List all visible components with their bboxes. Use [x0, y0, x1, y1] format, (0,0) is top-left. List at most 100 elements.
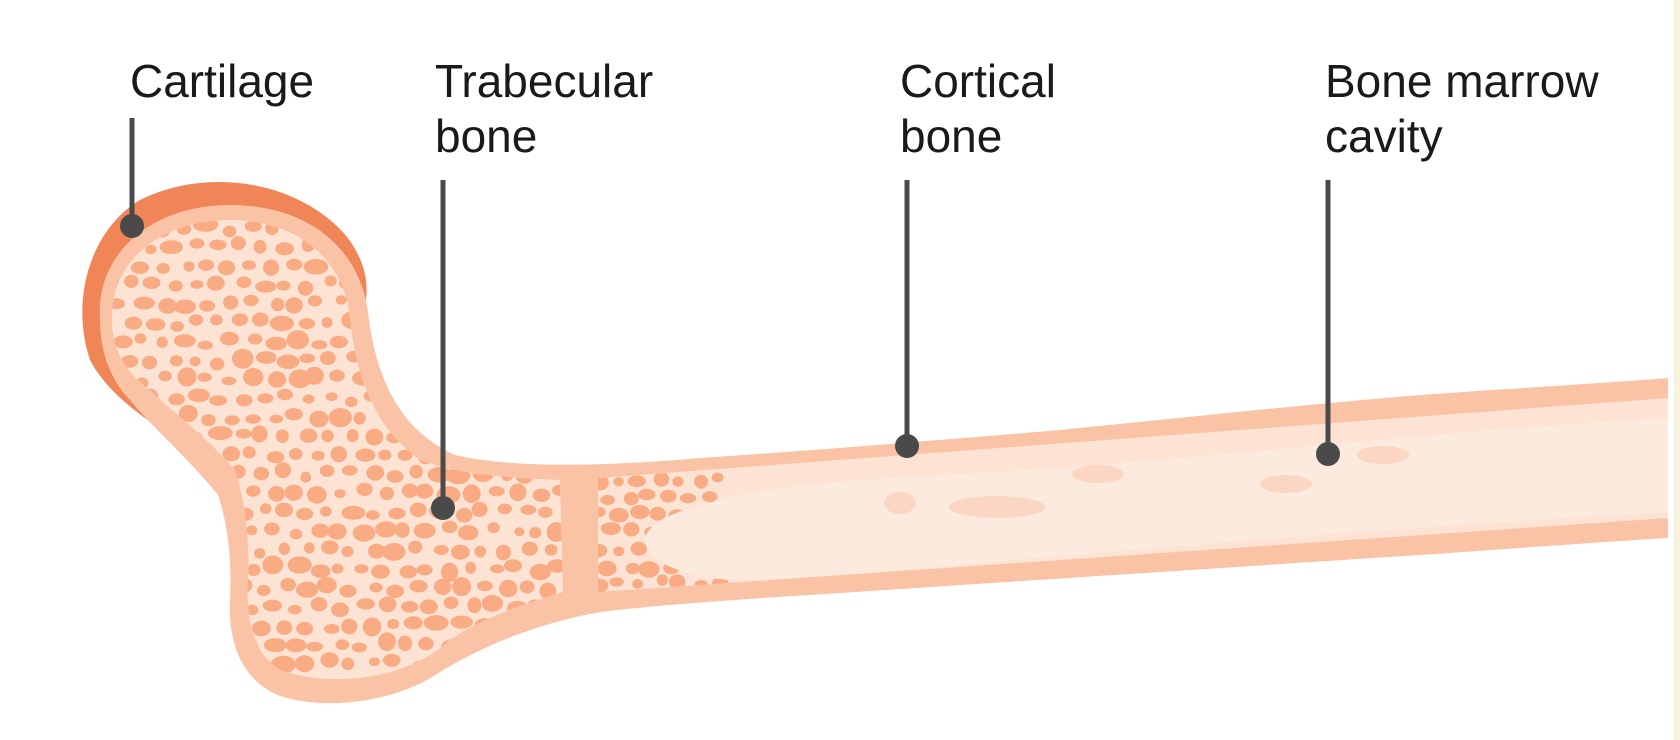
pore [516, 428, 534, 441]
leader-trabecular [431, 180, 455, 520]
pore [386, 584, 404, 598]
pore [503, 638, 522, 655]
pore [416, 564, 433, 576]
pore [497, 314, 513, 331]
pore [339, 584, 357, 598]
pore [331, 602, 349, 618]
pore [300, 471, 312, 483]
right-edge-strip [1674, 0, 1680, 740]
pore [369, 276, 383, 288]
pore [189, 539, 208, 554]
pore [306, 641, 324, 652]
pore [344, 396, 358, 408]
pore [506, 408, 522, 423]
pore [133, 597, 149, 612]
pore [366, 465, 385, 481]
pore [169, 582, 185, 596]
pore [189, 314, 204, 326]
pore [543, 430, 558, 441]
pore [221, 376, 237, 386]
pore [299, 428, 318, 443]
pore [702, 491, 718, 503]
pore [222, 446, 241, 462]
pore [278, 542, 290, 556]
pore [464, 259, 484, 273]
pore [288, 448, 303, 460]
pore [174, 299, 197, 314]
pore [378, 632, 396, 652]
pore [153, 597, 177, 614]
pore [198, 259, 215, 271]
pore [190, 280, 204, 289]
pore [201, 414, 216, 427]
pore [208, 582, 223, 597]
pore [259, 503, 272, 514]
pore [206, 275, 225, 291]
pore [378, 449, 392, 461]
pore [341, 465, 358, 476]
pore [136, 561, 153, 577]
pore [246, 485, 261, 497]
pore [551, 639, 563, 650]
pore [152, 562, 172, 577]
pore [117, 580, 140, 594]
pore [207, 426, 233, 441]
pore [146, 471, 162, 484]
pore [456, 320, 469, 332]
pore [514, 527, 525, 537]
pore [354, 564, 369, 574]
pore [125, 429, 138, 439]
pore [236, 276, 252, 289]
pore [401, 221, 417, 234]
pore [210, 357, 225, 371]
pore [119, 507, 139, 519]
pore [529, 563, 551, 581]
pore [365, 428, 384, 446]
pore [252, 312, 269, 327]
pore [321, 429, 334, 443]
pore [608, 507, 629, 523]
pore [125, 462, 142, 479]
pore [443, 596, 459, 609]
pore [600, 522, 621, 535]
pore [388, 507, 406, 520]
pore [319, 464, 335, 477]
pore [262, 555, 284, 575]
pore [371, 564, 390, 579]
pore [294, 655, 315, 673]
pore [421, 262, 439, 277]
pore [550, 337, 563, 353]
pore [190, 585, 206, 597]
pore [264, 522, 280, 536]
pore [476, 356, 495, 370]
pore [356, 598, 375, 610]
pore [169, 355, 183, 367]
pore [189, 356, 201, 367]
pore [222, 225, 237, 238]
pore [284, 408, 303, 421]
pore [151, 445, 176, 463]
pore [346, 429, 359, 443]
pore [299, 353, 316, 364]
pore [399, 565, 418, 579]
pore [484, 450, 499, 461]
pore [375, 521, 397, 538]
pore [120, 355, 139, 368]
leader-cartilage [120, 118, 144, 238]
pore [365, 510, 380, 520]
pore [329, 335, 348, 349]
pore [397, 635, 413, 652]
pore [275, 429, 289, 443]
pore [515, 277, 532, 292]
pore [483, 333, 504, 348]
pore [385, 241, 405, 259]
pore [427, 466, 452, 483]
pore [668, 574, 686, 590]
pore [254, 548, 266, 559]
pore [189, 238, 205, 249]
pore [208, 547, 226, 560]
pore [330, 446, 348, 463]
pore [324, 275, 337, 287]
pore [415, 483, 434, 499]
label-trabecular-bone: Trabecular bone [435, 55, 666, 162]
